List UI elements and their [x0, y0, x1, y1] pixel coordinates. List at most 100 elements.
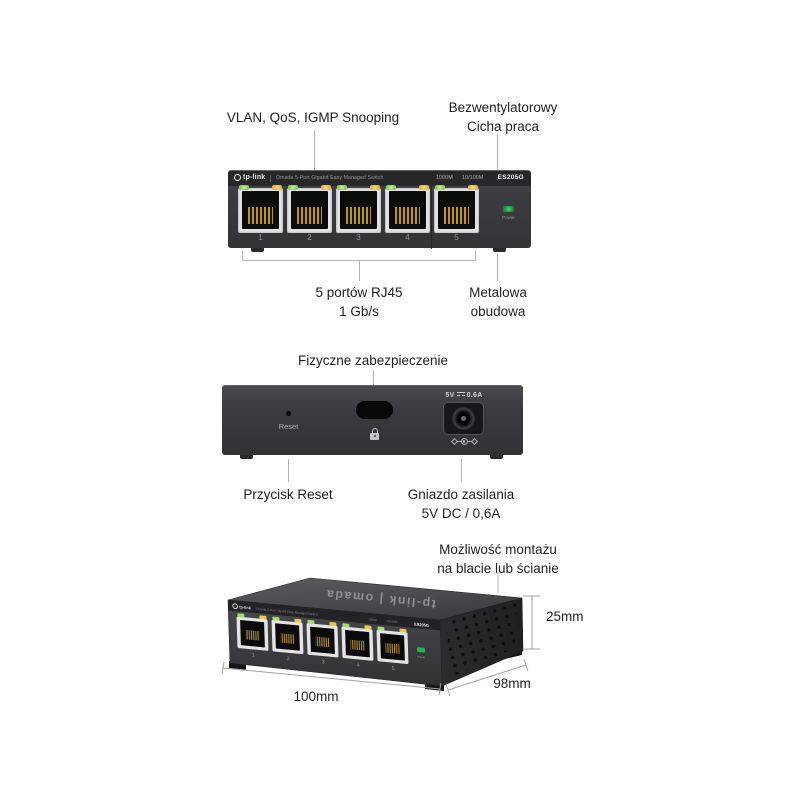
- port-leds-3d: [237, 613, 407, 633]
- switch-front-view: tp-link Omada 5-Port Gigabit Easy Manage…: [228, 170, 531, 252]
- green-led: [377, 626, 385, 631]
- callout-power-label: Gniazdo zasilania 5V DC / 0,6A: [407, 487, 515, 522]
- port5-number: 5: [454, 233, 459, 242]
- rj45-pins: [280, 633, 295, 644]
- rj45-pins: [346, 207, 371, 224]
- port-numbers-3d: 1 2 3 4 5: [252, 653, 395, 673]
- model-label: ES205G: [497, 174, 524, 181]
- port4-number: 4: [405, 233, 410, 242]
- device-foot: [490, 455, 503, 459]
- rj45-port-5: [434, 188, 479, 233]
- power-led: [503, 206, 514, 212]
- port4-green-led: [386, 185, 396, 190]
- port5-yellow-led: [468, 185, 478, 190]
- reset-label: Reset: [278, 422, 299, 431]
- rj45-pins: [245, 629, 260, 641]
- lock-body: [370, 433, 379, 440]
- rj45-jack: [438, 191, 475, 229]
- tplink-logo-icon: [234, 174, 241, 181]
- panel-divider: [431, 186, 432, 249]
- port1-number: 1: [252, 653, 255, 659]
- port3-number: 3: [322, 659, 325, 665]
- lock-icon: [370, 428, 380, 440]
- side-vent-holes: [447, 601, 517, 678]
- dim-100-right-tick: [438, 682, 442, 696]
- callout-metal-label: Metalowa obudowa: [469, 285, 527, 320]
- device-foot: [493, 248, 506, 252]
- yellow-led: [364, 625, 372, 630]
- port4-number: 4: [357, 662, 360, 668]
- brand-text-3d: tp-link: [239, 604, 252, 610]
- callout-security-label: Fizyczne zabezpieczenie: [297, 353, 449, 368]
- dc-power-jack: [443, 402, 484, 435]
- dc-jack-pin: [461, 416, 466, 421]
- polarity-dash: [467, 441, 472, 442]
- device-foot: [240, 455, 253, 459]
- rj45-pins: [395, 207, 420, 224]
- rj45-pins: [350, 639, 365, 651]
- callout-reset-label: Przycisk Reset: [243, 487, 333, 502]
- bracket-right-stub: [475, 251, 476, 260]
- port4-yellow-led: [419, 185, 429, 190]
- bracket-left-stub: [242, 251, 243, 260]
- dc-jack-barrel: [452, 407, 475, 430]
- port1-green-led: [239, 185, 249, 190]
- port3-green-led: [337, 185, 347, 190]
- power-led-label: Power: [502, 215, 515, 220]
- dim-height-label: 25mm: [546, 609, 584, 624]
- green-led: [342, 623, 350, 628]
- rj45-port-2: [287, 188, 332, 233]
- callout-line-metal: [497, 253, 498, 281]
- rj45-pins: [248, 207, 273, 224]
- product-name-3d: Omada 5-Port Gigabit Easy Managed Switch: [256, 607, 318, 617]
- green-led: [272, 616, 280, 621]
- callout-ports-label: 5 portów RJ45 1 Gb/s: [315, 285, 403, 320]
- rj45-pins: [315, 636, 330, 648]
- front-face-detail: tp-link Omada 5-Port Gigabit Easy Manage…: [228, 600, 441, 673]
- front-panel-strip: tp-link Omada 5-Port Gigabit Easy Manage…: [228, 171, 531, 186]
- yellow-led: [399, 628, 407, 633]
- callout-line-reset: [288, 459, 289, 482]
- rj45-ports-3d: [236, 616, 409, 664]
- dim-depth-label: 98mm: [493, 676, 531, 691]
- dim-100-line: [222, 667, 441, 690]
- callout-mount-label: Możliwość montażu na blacie lub ścianie: [437, 542, 559, 577]
- callout-line-power: [461, 459, 462, 482]
- rj45-jack: [291, 191, 328, 229]
- port2-number: 2: [287, 656, 290, 662]
- dim-98-line: [447, 664, 527, 691]
- front-strip-3d: [228, 600, 441, 631]
- callout-vlan-label: VLAN, QoS, IGMP Snooping: [226, 110, 400, 125]
- polarity-dot: [462, 440, 466, 443]
- power-led-3d: [416, 647, 426, 653]
- rj45-jack: [242, 191, 279, 229]
- rj45-jack: [340, 191, 377, 229]
- device-foot: [251, 248, 264, 252]
- yellow-led: [259, 615, 267, 620]
- power-led-label-3d: Power: [417, 655, 426, 660]
- bracket-drop-line: [359, 260, 360, 281]
- port2-number: 2: [307, 233, 312, 242]
- dim-width-label: 100mm: [293, 689, 338, 704]
- product-name-text: Omada 5-Port Gigabit Easy Managed Switch: [270, 175, 384, 182]
- dim-98-right-tick: [523, 658, 529, 672]
- port1-yellow-led: [272, 185, 282, 190]
- reset-button-hole: [286, 411, 291, 416]
- tplink-logo: tp-link: [234, 174, 265, 181]
- dim-98-left-tick: [445, 683, 451, 697]
- tplink-logo-icon: [232, 603, 238, 610]
- polarity-circle: [460, 438, 468, 445]
- rj45-port-4: [385, 188, 430, 233]
- led-legend-1000m: 1000M: [436, 175, 453, 181]
- yellow-led: [329, 622, 337, 627]
- callout-line-fanless: [497, 134, 498, 170]
- polarity-diagram-icon: [435, 437, 493, 446]
- led-legend-10-100m: 10/100M: [462, 175, 484, 181]
- dc-symbol-icon: [456, 392, 465, 396]
- port5-number: 5: [392, 666, 395, 672]
- port2-green-led: [288, 185, 298, 190]
